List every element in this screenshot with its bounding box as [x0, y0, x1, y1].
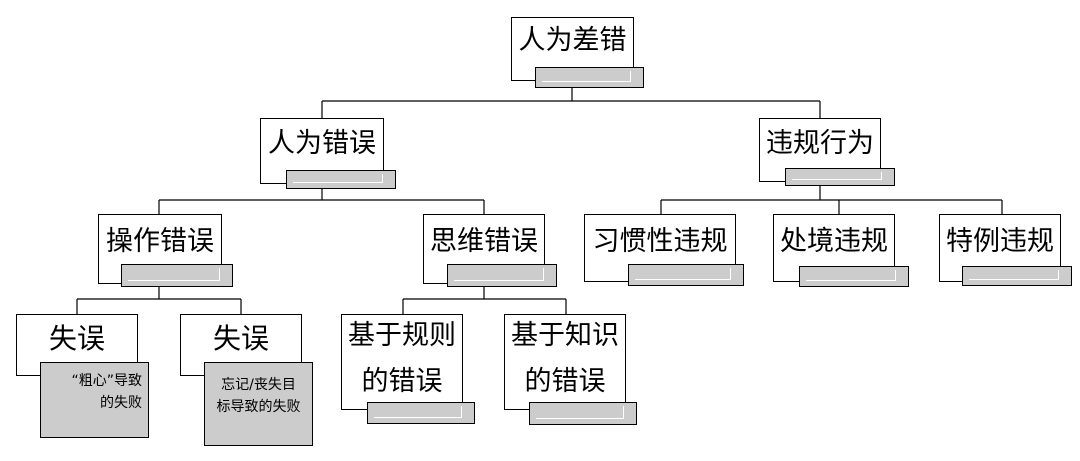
- connector-human-error: [158, 188, 485, 214]
- node-slip-note: “粗心”导致 的失败: [40, 362, 149, 438]
- node-rule-based-error: 基于规则 的错误: [341, 314, 463, 410]
- node-label: 违规行为: [766, 128, 874, 159]
- node-label-line: 基于规则: [348, 320, 456, 351]
- node-tab: [799, 266, 909, 287]
- node-label-line: 基于知识: [511, 320, 619, 351]
- note-line: “粗心”导致: [71, 373, 142, 389]
- note-line: 标导致的失败: [216, 398, 301, 415]
- node-label: 处境违规: [780, 226, 888, 257]
- node-lapse-note: 忘记/丧失目 标导致的失败: [204, 362, 313, 446]
- node-label: 特例违规: [946, 226, 1054, 257]
- node-tab: [367, 402, 475, 424]
- node-label-line: 的错误: [361, 366, 443, 397]
- note-line: 的失败: [100, 394, 142, 411]
- node-tab: [535, 67, 644, 88]
- node-tab: [962, 266, 1072, 286]
- node-label: 人为错误: [268, 128, 376, 159]
- node-label: 习惯性违规: [592, 226, 728, 257]
- node-tab: [286, 170, 396, 189]
- node-label: 人为差错: [518, 25, 627, 56]
- node-label-line: 的错误: [524, 366, 606, 397]
- node-label: 失误: [48, 322, 105, 355]
- note-line: 忘记/丧失目: [221, 377, 296, 393]
- connector-operation-error: [76, 286, 242, 314]
- connector-violation: [660, 184, 1003, 214]
- node-tab: [447, 264, 557, 287]
- node-label: 失误: [212, 322, 269, 355]
- node-knowledge-based-error: 基于知识 的错误: [504, 314, 626, 410]
- node-tab: [785, 168, 895, 186]
- connector-root: [321, 88, 821, 118]
- node-tab: [529, 402, 637, 425]
- node-label: 思维错误: [430, 226, 538, 257]
- connector-thinking-error: [402, 286, 567, 314]
- node-tab: [628, 264, 744, 286]
- node-tab: [121, 264, 233, 287]
- node-label: 操作错误: [106, 226, 214, 257]
